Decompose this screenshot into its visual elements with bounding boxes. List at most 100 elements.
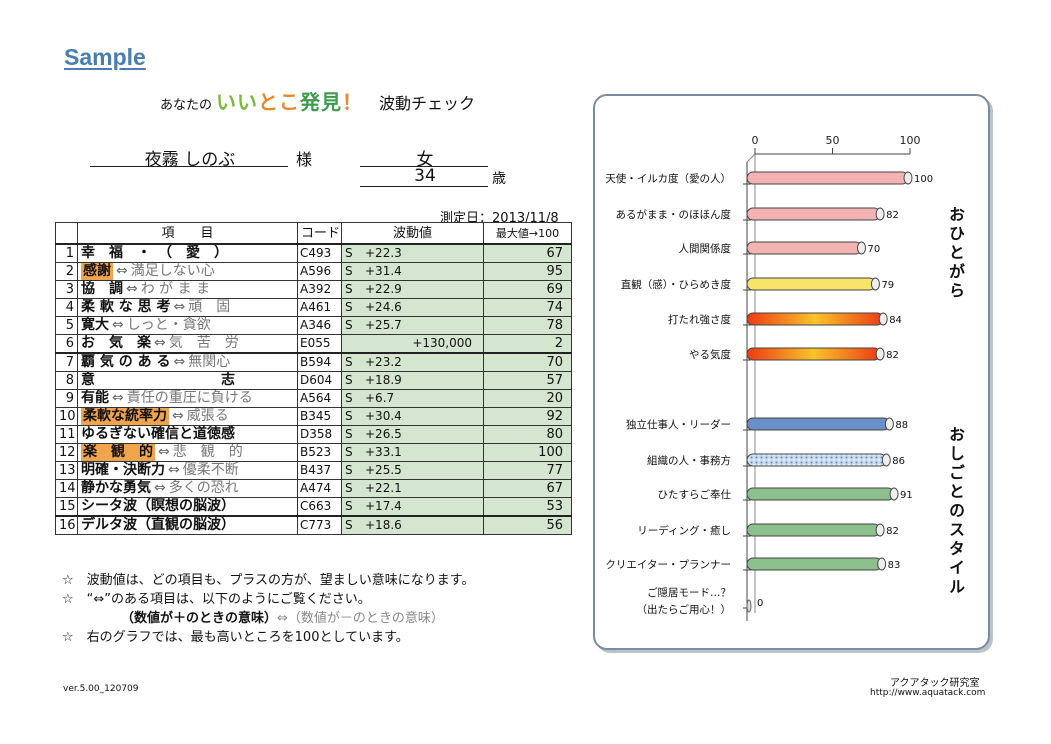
- row-item: 感謝⇔満足しない心: [77, 262, 298, 281]
- value-number: +22.1: [365, 481, 402, 495]
- item-arrow: ⇔: [158, 444, 170, 461]
- row-item: 静かな勇気⇔多くの恐れ: [77, 479, 298, 498]
- item-negative: 多くの恐れ: [168, 480, 239, 497]
- row-code: D358: [297, 425, 342, 444]
- bar: [746, 347, 881, 361]
- item-negative: 威張る: [186, 408, 229, 425]
- value-sign: S: [345, 264, 353, 278]
- row-item: 寛大⇔しっと・貪欲: [77, 316, 298, 335]
- data-label: 84: [889, 315, 902, 326]
- row-item: 楽 観 的⇔悲 観 的: [77, 443, 298, 462]
- row-value: S +17.4: [341, 497, 484, 517]
- note-4: ☆ 右のグラフでは、最も高いところを100としています。: [62, 630, 409, 645]
- bar-end: [857, 241, 866, 255]
- document-title: あなたの いいとこ発見！ 波動チェック: [160, 86, 475, 115]
- data-label: 70: [868, 244, 881, 255]
- row-item: お 気 楽⇔気 苦 労: [77, 334, 298, 354]
- item-arrow: ⇔: [173, 299, 186, 316]
- title-char: 発: [300, 90, 322, 114]
- row-code: B594: [297, 352, 342, 372]
- bar: [746, 277, 876, 291]
- row-code: A346: [297, 316, 342, 335]
- value-sign: S: [345, 463, 353, 477]
- row-value: S+26.5: [341, 425, 484, 444]
- row-item: 協 調⇔わ が ま ま: [77, 280, 298, 299]
- item-positive: 柔軟な統率力: [81, 408, 169, 425]
- value-sign: S: [345, 300, 353, 314]
- title-char: い: [237, 90, 259, 114]
- value-sign: [345, 335, 359, 351]
- row-number: 13: [55, 461, 78, 480]
- row-max: 74: [483, 298, 572, 317]
- category-label: 直観（感）・ひらめき度: [621, 278, 732, 291]
- bar: [746, 417, 890, 431]
- item-arrow: ⇔: [112, 317, 124, 334]
- item-arrow: ⇔: [154, 335, 166, 351]
- category-label: あるがまま・のほほん度: [616, 208, 732, 221]
- row-number: 14: [55, 479, 78, 498]
- item-arrow: ⇔: [173, 354, 186, 370]
- title-char: い: [216, 90, 238, 114]
- row-number: 6: [55, 334, 78, 354]
- bar: [746, 312, 884, 326]
- value-sign: S: [345, 427, 353, 441]
- title-prefix: あなたの: [160, 98, 213, 113]
- category-label: （出たらご用心！）: [637, 603, 732, 616]
- value-number: +130,000: [412, 336, 472, 350]
- category-label: 人間関係度: [679, 242, 732, 255]
- item-positive: 協 調: [81, 281, 123, 298]
- value-number: +17.4: [365, 499, 402, 513]
- row-item: 柔軟な統率力⇔威張る: [77, 407, 298, 426]
- item-negative: 頑 固: [188, 299, 231, 316]
- item-positive: 柔 軟 な 思 考: [81, 299, 171, 316]
- row-item: 柔 軟 な 思 考⇔頑 固: [77, 298, 298, 317]
- row-item: シータ波（瞑想の脳波）: [77, 497, 298, 517]
- note-3-negative: ⇔（数値が－のときの意味）: [277, 611, 444, 626]
- category-label: 天使・イルカ度（愛の人）: [605, 172, 731, 185]
- item-negative: わ が ま ま: [140, 281, 211, 298]
- lab-url: http://www.aquatack.com: [870, 688, 986, 698]
- item-positive: 意 志: [81, 372, 235, 389]
- row-max: 95: [483, 262, 572, 281]
- data-label: 0: [757, 598, 763, 609]
- data-label: 79: [881, 280, 894, 291]
- category-label: 独立仕事人・リーダー: [626, 418, 731, 431]
- row-number: 9: [55, 389, 78, 408]
- title-char: ！: [342, 90, 364, 114]
- header-value: 波動値: [341, 222, 484, 245]
- data-label: 100: [914, 174, 933, 185]
- value-sign: S: [345, 518, 353, 532]
- age-underline: [360, 186, 488, 187]
- row-number: 2: [55, 262, 78, 281]
- row-max: 80: [483, 425, 572, 444]
- bar-end: [878, 312, 888, 326]
- value-sign: S: [345, 445, 353, 459]
- value-number: +6.7: [365, 391, 395, 405]
- item-positive: 感謝: [81, 263, 113, 280]
- item-positive: ゆるぎない確信と道徳感: [81, 426, 235, 443]
- item-arrow: ⇔: [116, 263, 128, 280]
- note-3: （数値が＋のときの意味）⇔（数値が－のときの意味）: [121, 607, 444, 626]
- lab-name: アクアタック研究室: [890, 678, 980, 689]
- group-label-personality: おひとがら: [946, 206, 965, 301]
- row-number: 16: [55, 515, 78, 535]
- category-label: やる気度: [689, 348, 731, 361]
- item-negative: 責任の重圧に負ける: [126, 390, 253, 407]
- item-arrow: ⇔: [112, 390, 124, 407]
- item-negative: 無関心: [188, 354, 231, 370]
- table-header-row: 項 目 コード 波動値 最大値→100: [55, 222, 572, 245]
- bar-end: [875, 523, 885, 537]
- person-name: 夜霧 しのぶ: [144, 150, 236, 170]
- row-value: S+30.4: [341, 407, 484, 426]
- data-label: 88: [895, 420, 908, 431]
- row-value: S+23.2: [341, 352, 484, 372]
- row-value: S+31.4: [341, 262, 484, 281]
- row-item: ゆるぎない確信と道徳感: [77, 425, 298, 444]
- data-label: 82: [886, 526, 899, 537]
- value-sign: S: [345, 499, 353, 513]
- age-unit: 歳: [492, 171, 506, 187]
